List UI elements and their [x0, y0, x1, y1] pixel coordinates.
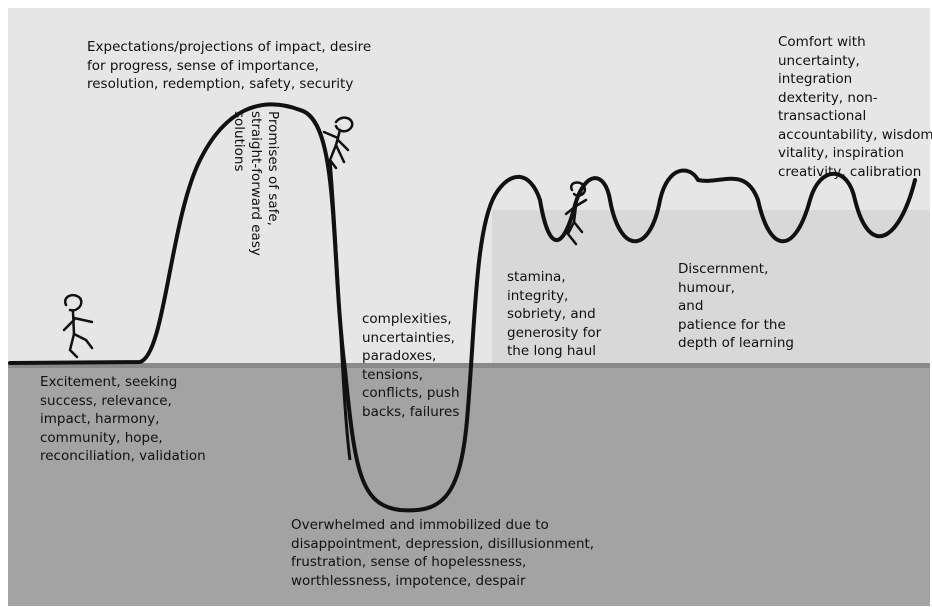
descent-thickening [328, 159, 352, 461]
ground-line [8, 363, 930, 368]
discernment-label: Discernment, humour, and patience for th… [678, 261, 794, 351]
journey-curve [8, 102, 917, 513]
stick-figure-falling [322, 116, 354, 170]
expectations-label: Expectations/projections of impact, desi… [87, 39, 372, 92]
stick-figure-walking [62, 293, 94, 359]
promises-label: Promises of safe, straight-forward easy … [231, 111, 281, 256]
excitement-label: Excitement, seeking success, relevance, … [40, 374, 206, 464]
comfort-label: Comfort with uncertainty, integration de… [778, 34, 932, 180]
stick-figure-climbing [564, 181, 588, 246]
stamina-label: stamina, integrity, sobriety, and genero… [507, 269, 602, 359]
overwhelmed-label: Overwhelmed and immobilized due to disap… [291, 517, 595, 589]
complexities-label: complexities, uncertainties, paradoxes, … [362, 311, 460, 420]
